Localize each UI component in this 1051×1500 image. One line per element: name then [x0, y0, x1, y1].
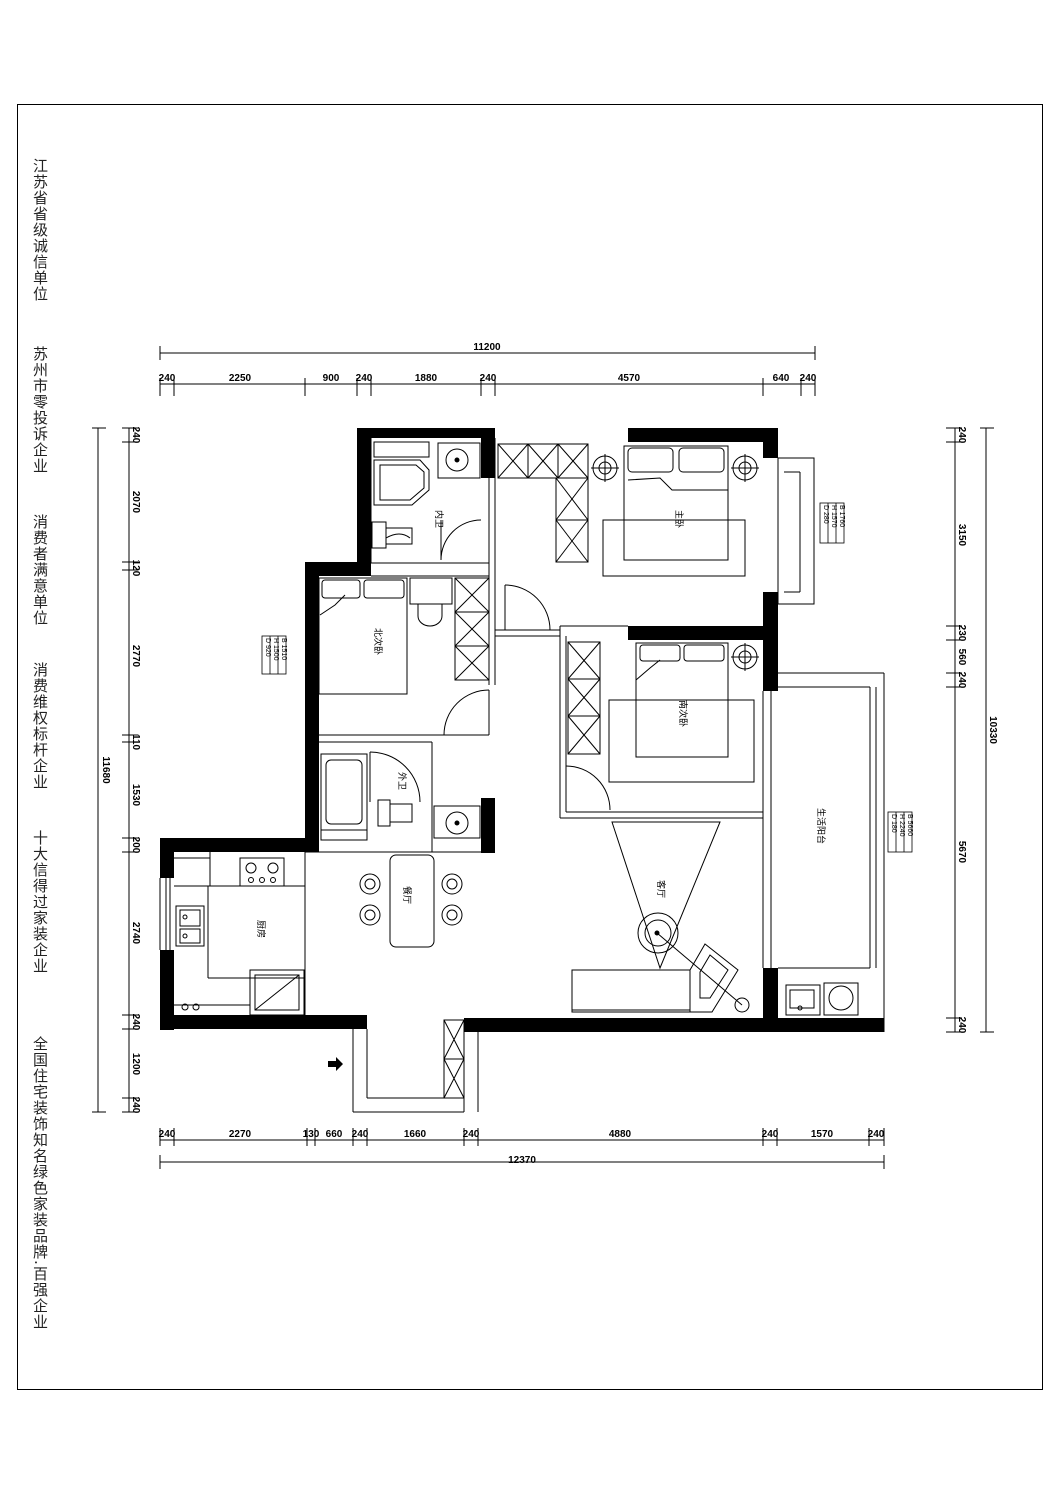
slogan-6: 全国住宅装饰知名绿色家装品牌.百强企业: [31, 1036, 49, 1330]
wall-outlines: [305, 438, 885, 1113]
right-dim-4: 560: [956, 649, 967, 666]
bottom-dim-4: 660: [326, 1129, 343, 1140]
left-dim-11: 240: [130, 1097, 141, 1114]
bottom-dim-10: 1570: [811, 1129, 834, 1140]
left-dimensions: [92, 427, 138, 1113]
right-total-dim: 10330: [987, 716, 998, 744]
left-dim-8: 2740: [130, 922, 141, 945]
bottom-dim-6: 1660: [404, 1129, 427, 1140]
bottom-dim-5: 240: [352, 1129, 369, 1140]
north-tag-h: H 1500: [272, 638, 279, 661]
left-dim-2: 2070: [130, 491, 141, 514]
top-dim-9: 240: [800, 373, 817, 384]
balcony-tag-b: B 5660: [906, 814, 913, 836]
slogan-2: 苏州市零投诉企业: [31, 346, 49, 474]
bottom-dim-1: 240: [159, 1129, 176, 1140]
master-bedroom-furniture: [497, 443, 759, 631]
north-tag-b: B 1510: [280, 638, 287, 660]
balcony-tag-h: H 2240: [898, 814, 905, 837]
right-dim-6: 5670: [956, 841, 967, 864]
label-dining: 餐厅: [401, 886, 413, 904]
window-tag-north: [261, 635, 287, 675]
master-tag-h: H 1570: [830, 505, 837, 528]
kitchen-window: [159, 878, 171, 950]
top-dim-7: 4570: [618, 373, 641, 384]
left-dim-7: 200: [130, 837, 141, 854]
drawing-frame: [17, 104, 1043, 1390]
living-room-furniture: [571, 821, 750, 1032]
left-dim-1: 240: [130, 427, 141, 444]
north-tag-d: D 920: [264, 638, 271, 657]
bottom-total-dim: 12370: [508, 1155, 536, 1166]
bottom-dim-8: 4880: [609, 1129, 632, 1140]
left-dim-5: 110: [130, 734, 141, 751]
slogan-1: 江苏省省级诚信单位: [31, 158, 49, 302]
right-dim-3: 230: [956, 625, 967, 642]
master-tag-b: B 1760: [838, 505, 845, 527]
window-tag-master: [819, 502, 845, 544]
label-balcony: 生活阳台: [815, 808, 827, 844]
balcony-tag-d: D 180: [890, 814, 897, 833]
entrance-shoe-cabinet: [443, 1019, 465, 1099]
left-dim-9: 240: [130, 1014, 141, 1031]
bottom-dim-9: 240: [762, 1129, 779, 1140]
master-bay-window: [777, 457, 815, 605]
north-bedroom-furniture: [318, 577, 490, 736]
master-tag-d: D 280: [822, 505, 829, 524]
right-dim-5: 240: [956, 672, 967, 689]
top-dim-6: 240: [480, 373, 497, 384]
dining-furniture: [359, 854, 463, 948]
label-living: 客厅: [655, 880, 667, 898]
bottom-dim-11: 240: [868, 1129, 885, 1140]
label-north-bedroom: 北次卧: [372, 628, 384, 655]
entrance-arrow-icon: [328, 1057, 343, 1071]
right-dim-1: 240: [956, 427, 967, 444]
window-tag-balcony: [887, 811, 913, 853]
bottom-dim-2: 2270: [229, 1129, 252, 1140]
right-dimensions: [946, 427, 994, 1033]
top-dim-1: 240: [159, 373, 176, 384]
slogan-4: 消费维权标杆企业: [31, 662, 49, 790]
left-dim-4: 2770: [130, 645, 141, 668]
bottom-dim-3: 130: [303, 1129, 320, 1140]
left-total-dim: 11680: [100, 756, 111, 784]
kitchen-fixtures: [174, 852, 306, 1016]
inner-bath-fixtures: [371, 441, 482, 561]
top-dim-3: 900: [323, 373, 340, 384]
label-master-bedroom: 主卧: [673, 510, 685, 528]
right-dim-7: 240: [956, 1017, 967, 1034]
balcony-fixtures: [785, 982, 859, 1016]
top-dim-4: 240: [356, 373, 373, 384]
slogan-3: 消费者满意单位: [31, 514, 49, 626]
bottom-dimensions: [159, 1128, 885, 1169]
structural-walls: [160, 428, 884, 1032]
right-dim-2: 3150: [956, 524, 967, 547]
left-dim-10: 1200: [130, 1053, 141, 1076]
label-outer-bath: 外卫: [396, 772, 408, 790]
outer-bath-fixtures: [320, 751, 481, 841]
bottom-dim-7: 240: [463, 1129, 480, 1140]
label-south-bedroom: 南次卧: [677, 700, 689, 727]
left-dim-6: 1530: [130, 784, 141, 807]
label-inner-bath: 内卫: [433, 510, 445, 528]
south-bedroom-furniture: [565, 641, 759, 811]
top-total-dim: 11200: [473, 342, 501, 353]
top-dim-5: 1880: [415, 373, 438, 384]
left-dim-3: 120: [130, 560, 141, 577]
label-kitchen: 厨房: [255, 920, 267, 938]
slogan-5: 十大信得过家装企业: [31, 830, 49, 974]
top-dim-2: 2250: [229, 373, 252, 384]
top-dim-8: 640: [773, 373, 790, 384]
top-dimensions: [159, 346, 816, 396]
